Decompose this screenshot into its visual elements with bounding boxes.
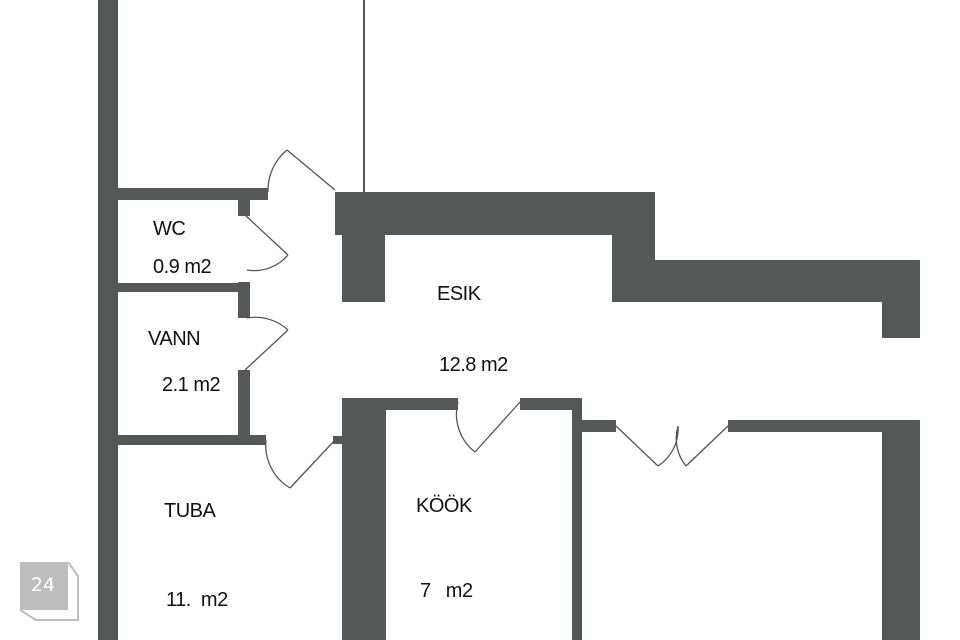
- room-name-wc: WC: [153, 218, 186, 240]
- kitchen-top-wall: [520, 398, 582, 410]
- kitchen-top-wall: [386, 398, 458, 410]
- page-badge-shape: [20, 562, 79, 621]
- wc-top-wall: [118, 188, 268, 200]
- upper-right-wall-end: [882, 302, 920, 338]
- room-name-tuba: TUBA: [164, 500, 216, 522]
- door-room-double: [615, 425, 729, 467]
- room-area-vann: 2.1 m2: [162, 374, 221, 396]
- bath-partition-wall: [238, 200, 250, 216]
- kitchen-right-wall: [572, 398, 582, 640]
- hall-top-wall: [335, 192, 655, 235]
- vann-bottom-wall: [118, 435, 266, 445]
- page-number: 24: [30, 574, 56, 596]
- door-wc: [244, 214, 289, 272]
- door-top: [267, 149, 336, 193]
- room-name-vann: VANN: [148, 328, 201, 350]
- door-vann: [244, 316, 289, 371]
- room-area-kook: 7 m2: [420, 580, 473, 602]
- hall-pillar: [342, 192, 385, 302]
- room-name-kook: KÖÖK: [416, 495, 472, 517]
- outer-left-wall: [98, 0, 118, 640]
- outer-right-wall: [882, 420, 920, 640]
- doors: [244, 149, 729, 489]
- upper-right-wall: [612, 260, 920, 302]
- door-kitchen: [455, 401, 521, 453]
- wc-vann-wall: [118, 283, 248, 292]
- page-badge: 24: [20, 562, 79, 621]
- walls: [98, 0, 920, 640]
- room-name-esik: ESIK: [437, 283, 481, 305]
- room-area-tuba: 11. m2: [166, 589, 228, 611]
- kitchen-left-pillar: [342, 398, 386, 640]
- small-stub: [333, 436, 343, 444]
- room-area-wc: 0.9 m2: [153, 256, 212, 278]
- room-top-wall: [582, 420, 616, 432]
- room-area-esik: 12.8 m2: [439, 354, 508, 376]
- bath-partition-wall: [238, 370, 250, 440]
- room-top-wall: [728, 420, 888, 432]
- door-tuba: [265, 439, 336, 489]
